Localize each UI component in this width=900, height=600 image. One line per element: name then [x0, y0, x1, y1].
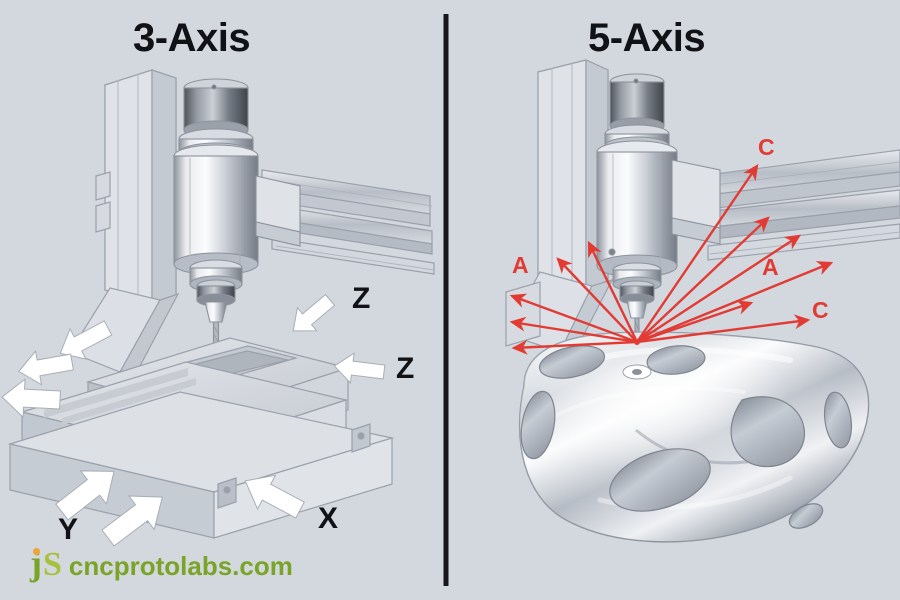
machine-table [7, 361, 395, 539]
tool-pivot-point [634, 339, 640, 345]
tool-orientation-arrows [509, 164, 834, 355]
five-axis-workpiece [518, 331, 870, 543]
motion-arrow-left-a [59, 320, 113, 360]
rotation-arrow [509, 316, 638, 344]
rotation-arrow [636, 164, 759, 343]
logo-dot-icon [33, 548, 40, 555]
five-axis-column [505, 59, 614, 354]
workpiece-hole [538, 345, 606, 379]
motion-arrow-z-upper [292, 293, 336, 332]
spindle-head [173, 78, 301, 369]
panel-title-5-axis: 5-Axis [588, 16, 706, 60]
axis-label-z-upper: Z [352, 282, 371, 315]
motion-arrow-left-c [1, 378, 61, 419]
workpiece-hole [823, 391, 853, 449]
motion-arrow-y-b [101, 495, 163, 547]
rotation-label-c-upper: C [758, 134, 775, 160]
rotation-arrow [556, 257, 638, 343]
logo-letter-j: j [30, 543, 42, 583]
rotation-arrow [636, 261, 834, 344]
five-axis-machine-illustration [505, 59, 900, 543]
workpiece-hole [788, 503, 824, 529]
rotation-arrow [587, 240, 639, 343]
watermark: j S cncprotolabs.com [30, 545, 293, 582]
rotation-arrow [509, 293, 638, 344]
motion-arrow-z-lower [333, 352, 386, 385]
three-axis-machine-illustration [7, 69, 435, 539]
rotation-label-c-lower: C [812, 297, 829, 323]
workpiece-hole [609, 448, 711, 512]
five-axis-rail-group [699, 149, 900, 261]
watermark-domain: cncprotolabs.com [68, 551, 293, 581]
machine-column [69, 69, 180, 373]
axis-label-z-lower: Z [396, 352, 415, 385]
axis-motion-arrows [1, 293, 386, 547]
five-axis-spindle-head [596, 73, 721, 379]
workpiece-hole [646, 345, 706, 375]
logo-letter-s: S [43, 546, 62, 583]
motion-arrow-y-a [55, 470, 115, 521]
motion-arrow-x [244, 474, 305, 519]
rotation-arrow [636, 314, 811, 344]
rotation-label-a-right: A [762, 254, 779, 280]
rotation-arrow [636, 216, 770, 343]
panel-title-3-axis: 3-Axis [133, 16, 251, 60]
gantry-rail-group [261, 169, 435, 275]
rotation-arrow [636, 300, 754, 344]
rotation-arrow [636, 234, 802, 344]
motion-arrow-left-b [18, 350, 74, 386]
axis-label-y: Y [58, 513, 79, 546]
workpiece-hole [520, 390, 556, 460]
axis-label-x: X [318, 502, 339, 535]
workpiece-hole [730, 396, 805, 468]
rotation-label-a-left: A [512, 252, 529, 278]
rotation-arrow [511, 339, 638, 355]
